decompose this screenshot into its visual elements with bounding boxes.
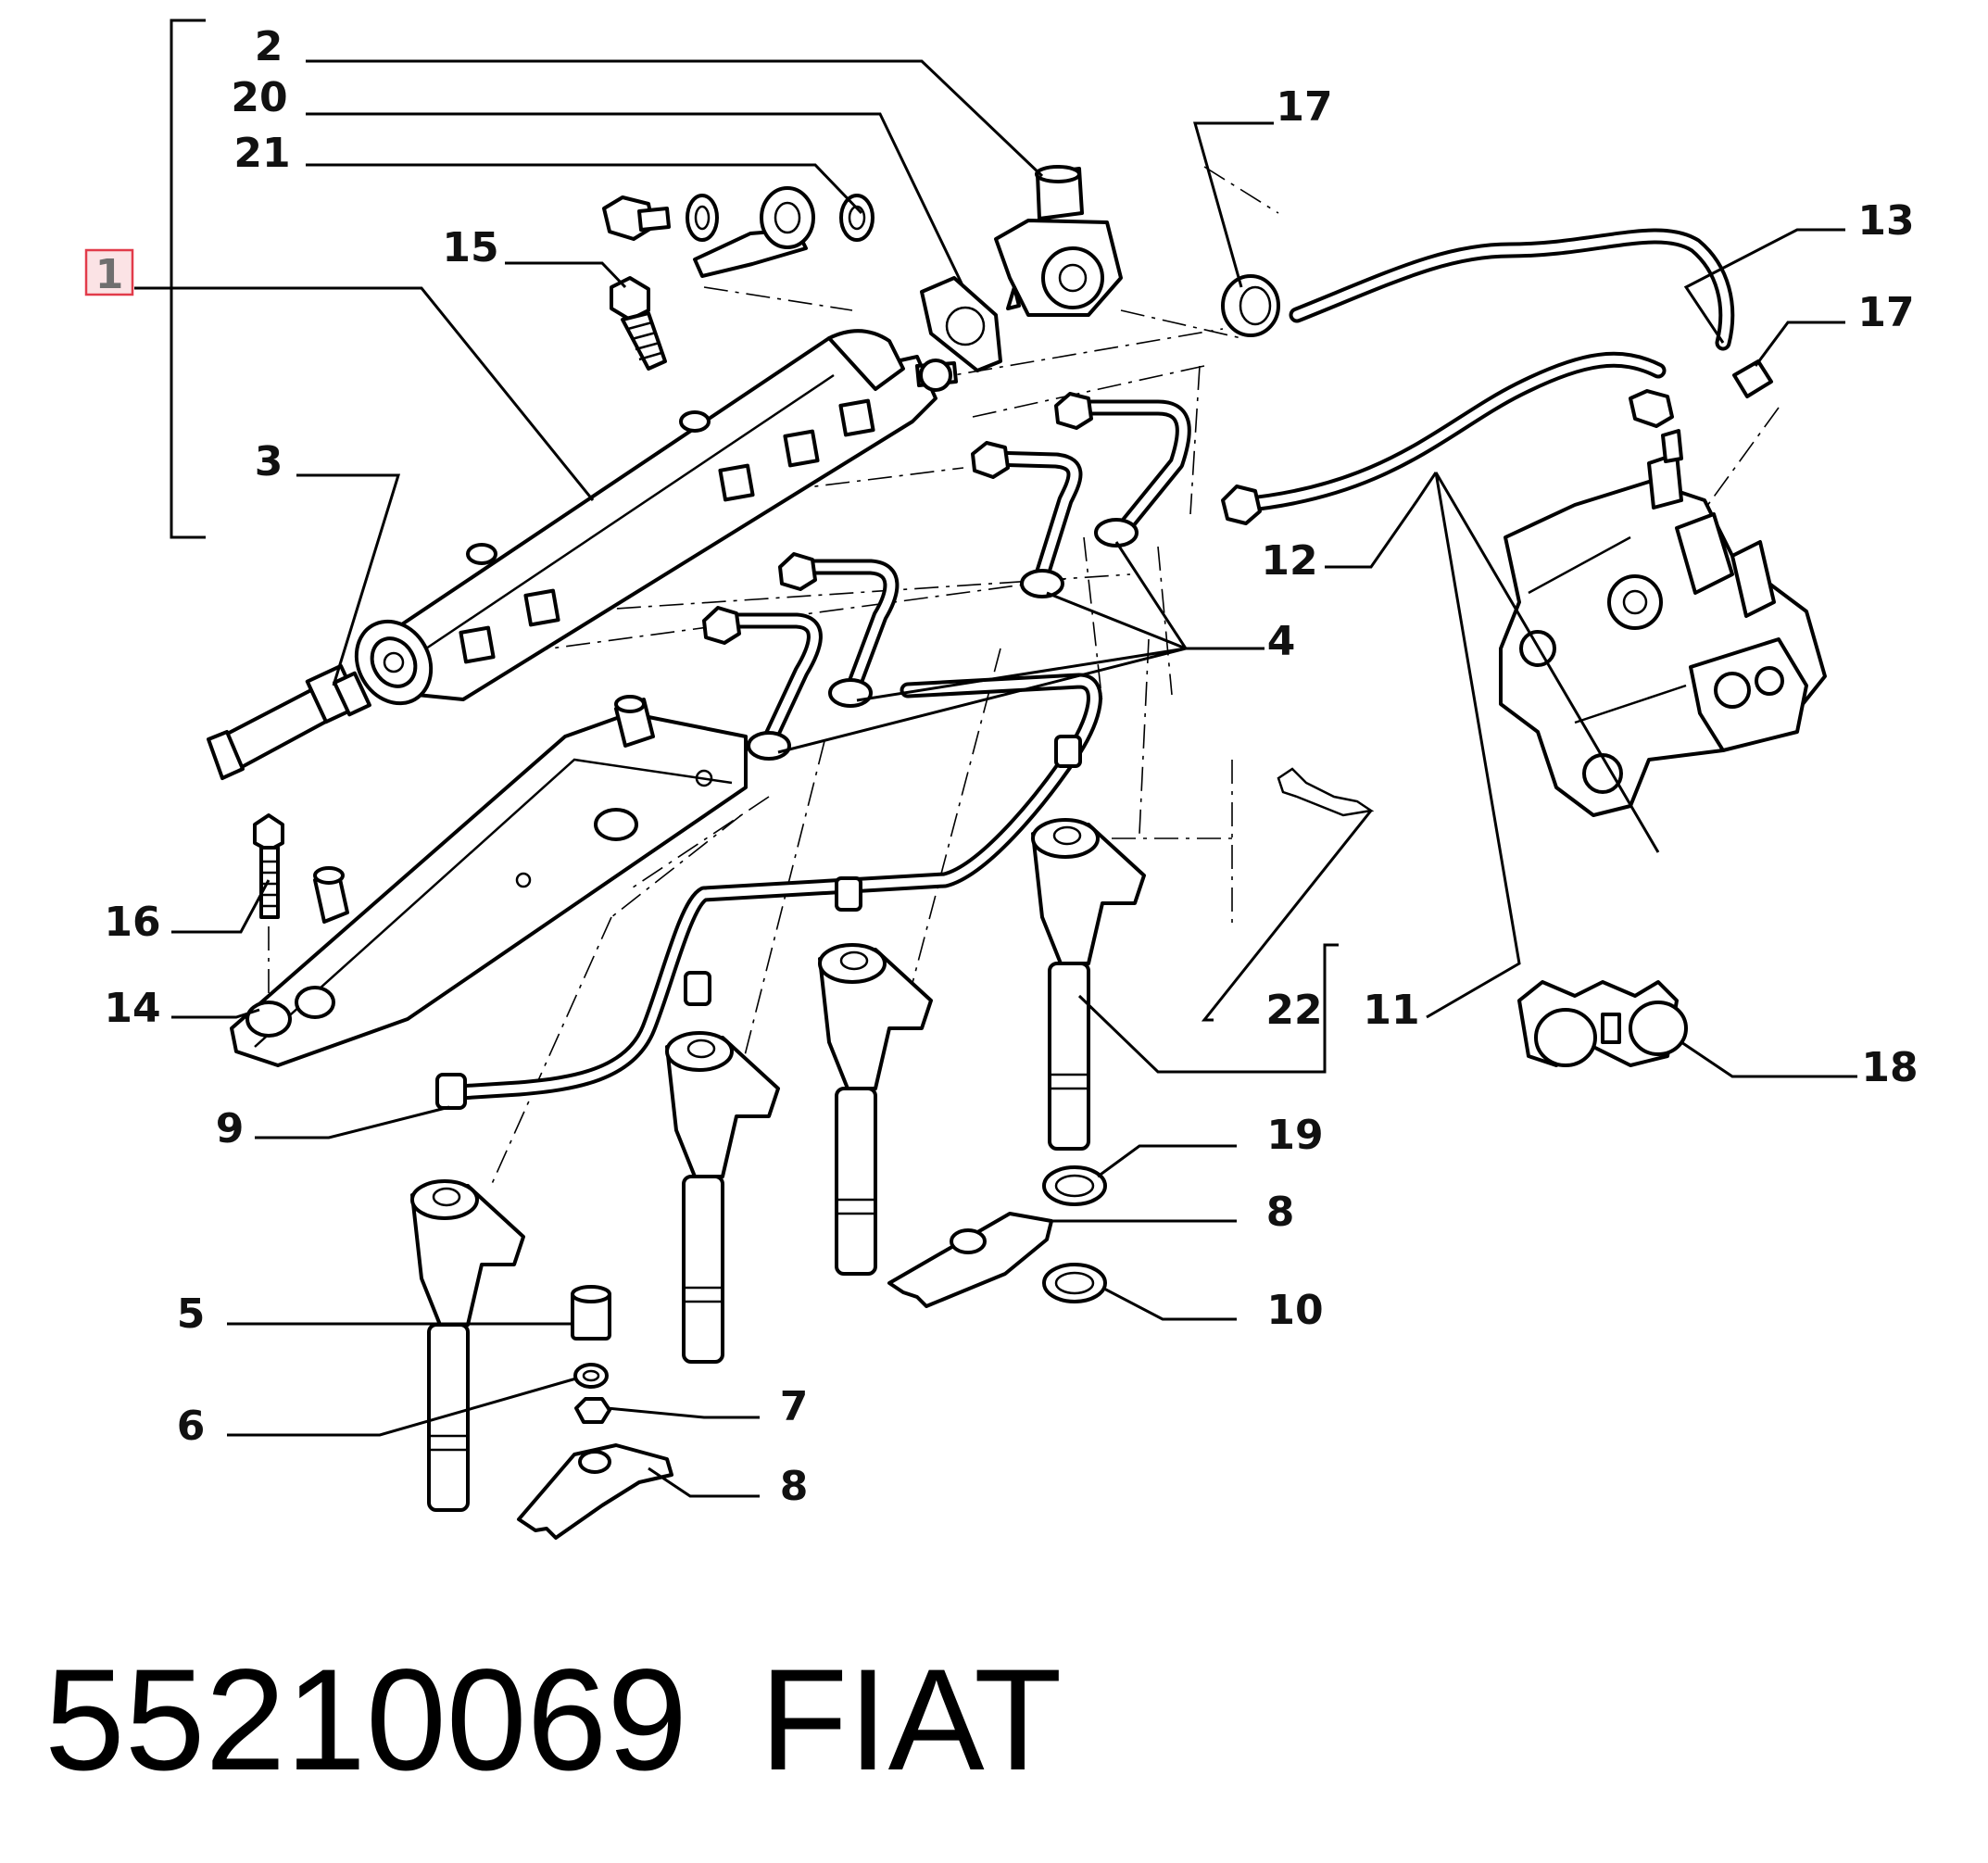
label-18[interactable]: 18 bbox=[1861, 1044, 1918, 1091]
fuel-rail bbox=[354, 329, 958, 706]
part-1-highlight bbox=[84, 248, 134, 296]
label-10[interactable]: 10 bbox=[1266, 1287, 1323, 1334]
label-20[interactable]: 20 bbox=[231, 74, 287, 121]
injector-clamp-8a bbox=[887, 1212, 1053, 1308]
leak-off-pipe-11 bbox=[435, 673, 1102, 1110]
group-bracket-1 bbox=[170, 19, 206, 539]
brand-caption: FIAT bbox=[760, 1640, 1062, 1801]
part-number-caption: 55210069 bbox=[44, 1640, 687, 1801]
label-2[interactable]: 2 bbox=[255, 23, 283, 70]
label-12[interactable]: 12 bbox=[1261, 537, 1317, 585]
banjo-union-21 bbox=[602, 186, 874, 278]
fuel-line-4c bbox=[778, 552, 900, 708]
injector-c bbox=[665, 1031, 780, 1364]
label-14[interactable]: 14 bbox=[104, 985, 160, 1032]
label-8a[interactable]: 8 bbox=[1266, 1189, 1295, 1236]
label-11[interactable]: 11 bbox=[1363, 987, 1419, 1034]
fuel-line-4d bbox=[702, 606, 823, 761]
washer-6 bbox=[573, 1363, 609, 1389]
pressure-sensor bbox=[207, 663, 371, 780]
label-9[interactable]: 9 bbox=[216, 1105, 245, 1152]
pressure-regulator-2 bbox=[994, 165, 1123, 317]
hose-clamp-17b bbox=[1732, 359, 1773, 398]
nut-7 bbox=[574, 1397, 611, 1424]
label-17a[interactable]: 17 bbox=[1276, 83, 1332, 131]
label-16[interactable]: 16 bbox=[104, 899, 160, 946]
fuel-line-4b bbox=[1054, 392, 1191, 548]
injector-d bbox=[410, 1179, 525, 1512]
spring-clip-22 bbox=[1277, 767, 1375, 817]
label-4[interactable]: 4 bbox=[1267, 618, 1296, 665]
bolt-16 bbox=[253, 813, 284, 919]
bolt-15 bbox=[610, 276, 667, 371]
label-7[interactable]: 7 bbox=[780, 1383, 809, 1430]
assembly-guide-lines bbox=[268, 166, 1780, 1187]
label-1[interactable]: 1 bbox=[95, 251, 124, 298]
label-21[interactable]: 21 bbox=[233, 130, 290, 177]
leader-lines bbox=[134, 59, 1857, 1498]
injector-b bbox=[818, 943, 933, 1276]
label-17b[interactable]: 17 bbox=[1857, 289, 1914, 336]
label-3[interactable]: 3 bbox=[255, 438, 283, 485]
rail-cover-14 bbox=[230, 695, 748, 1067]
part-labels: 1 2 20 21 15 3 17 13 17 12 4 16 14 9 22 … bbox=[95, 23, 1919, 1510]
high-pressure-pump bbox=[1499, 429, 1827, 817]
label-8b[interactable]: 8 bbox=[780, 1463, 809, 1510]
label-15[interactable]: 15 bbox=[442, 224, 498, 271]
seal-19 bbox=[1042, 1165, 1107, 1206]
seal-10 bbox=[1042, 1263, 1107, 1303]
label-19[interactable]: 19 bbox=[1266, 1112, 1323, 1159]
fuel-line-4a bbox=[971, 441, 1083, 598]
label-5[interactable]: 5 bbox=[177, 1290, 206, 1338]
high-pressure-pipe-12 bbox=[1221, 351, 1674, 525]
spacer-5 bbox=[571, 1285, 611, 1341]
hose-clamp-17a bbox=[1221, 274, 1280, 337]
label-13[interactable]: 13 bbox=[1857, 197, 1914, 245]
return-hose-13 bbox=[1289, 228, 1735, 351]
injector-a bbox=[1031, 818, 1146, 1151]
injector-clamp-8b bbox=[517, 1443, 673, 1540]
gasket-20 bbox=[920, 276, 1002, 372]
label-22[interactable]: 22 bbox=[1265, 987, 1322, 1034]
pipe-clip-18 bbox=[1517, 980, 1688, 1067]
label-6[interactable]: 6 bbox=[177, 1403, 206, 1450]
